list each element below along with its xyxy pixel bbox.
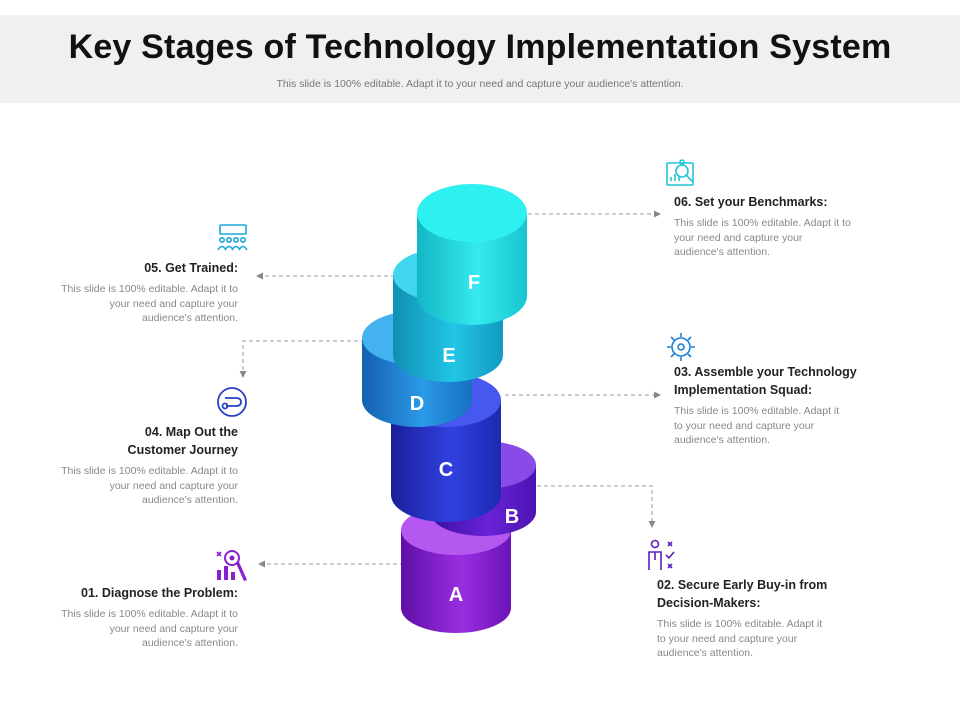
cylinder-letter-a: A <box>449 584 463 606</box>
arrow-03 <box>654 391 661 399</box>
diagnose-tools-icon <box>216 550 247 581</box>
stage-01-title: 01. Diagnose the Problem: <box>81 586 238 600</box>
cylinder-f <box>417 184 527 325</box>
arrow-04 <box>239 371 247 378</box>
magnifier-chart-icon <box>666 159 694 186</box>
stage-04: 04. Map Out the Customer Journey This sl… <box>60 423 238 508</box>
cylinder-letter-c: C <box>439 459 453 481</box>
gear-network-icon <box>667 333 695 361</box>
page-subtitle: This slide is 100% editable. Adapt it to… <box>276 78 684 90</box>
stage-01-body: This slide is 100% editable. Adapt it to… <box>61 608 238 649</box>
stage-05-title: 05. Get Trained: <box>144 261 238 275</box>
stage-03-title: 03. Assemble your Technology Implementat… <box>674 365 857 397</box>
cylinder-letter-e: E <box>442 345 455 367</box>
decision-maker-icon <box>648 539 675 570</box>
journey-map-icon <box>217 387 247 417</box>
connector-04 <box>242 340 365 372</box>
cylinder-letter-f: F <box>468 272 480 294</box>
stage-05-body: This slide is 100% editable. Adapt it to… <box>61 283 238 324</box>
cylinder-letter-b: B <box>505 506 519 528</box>
stage-04-body: This slide is 100% editable. Adapt it to… <box>61 465 238 506</box>
arrow-06 <box>654 210 661 218</box>
stage-04-title: 04. Map Out the Customer Journey <box>127 425 238 457</box>
stage-06-title: 06. Set your Benchmarks: <box>674 195 828 209</box>
stage-01: 01. Diagnose the Problem: This slide is … <box>50 584 238 651</box>
stage-05: 05. Get Trained: This slide is 100% edit… <box>60 259 238 326</box>
connector-02 <box>537 485 653 522</box>
header-band <box>0 15 960 103</box>
stage-03-body: This slide is 100% editable. Adapt it to… <box>674 405 840 446</box>
page-title: Key Stages of Technology Implementation … <box>68 28 892 66</box>
arrow-01 <box>258 560 265 568</box>
stage-02: 02. Secure Early Buy-in from Decision-Ma… <box>657 576 847 661</box>
stage-06-body: This slide is 100% editable. Adapt it to… <box>674 217 851 258</box>
stage-03: 03. Assemble your Technology Implementat… <box>674 363 864 448</box>
stage-02-title: 02. Secure Early Buy-in from Decision-Ma… <box>657 578 828 610</box>
cylinder-letter-d: D <box>410 393 424 415</box>
stage-06: 06. Set your Benchmarks: This slide is 1… <box>674 193 852 260</box>
arrow-05 <box>256 272 263 280</box>
arrow-02 <box>648 521 656 528</box>
stage-02-body: This slide is 100% editable. Adapt it to… <box>657 618 823 659</box>
training-group-icon <box>217 224 248 251</box>
